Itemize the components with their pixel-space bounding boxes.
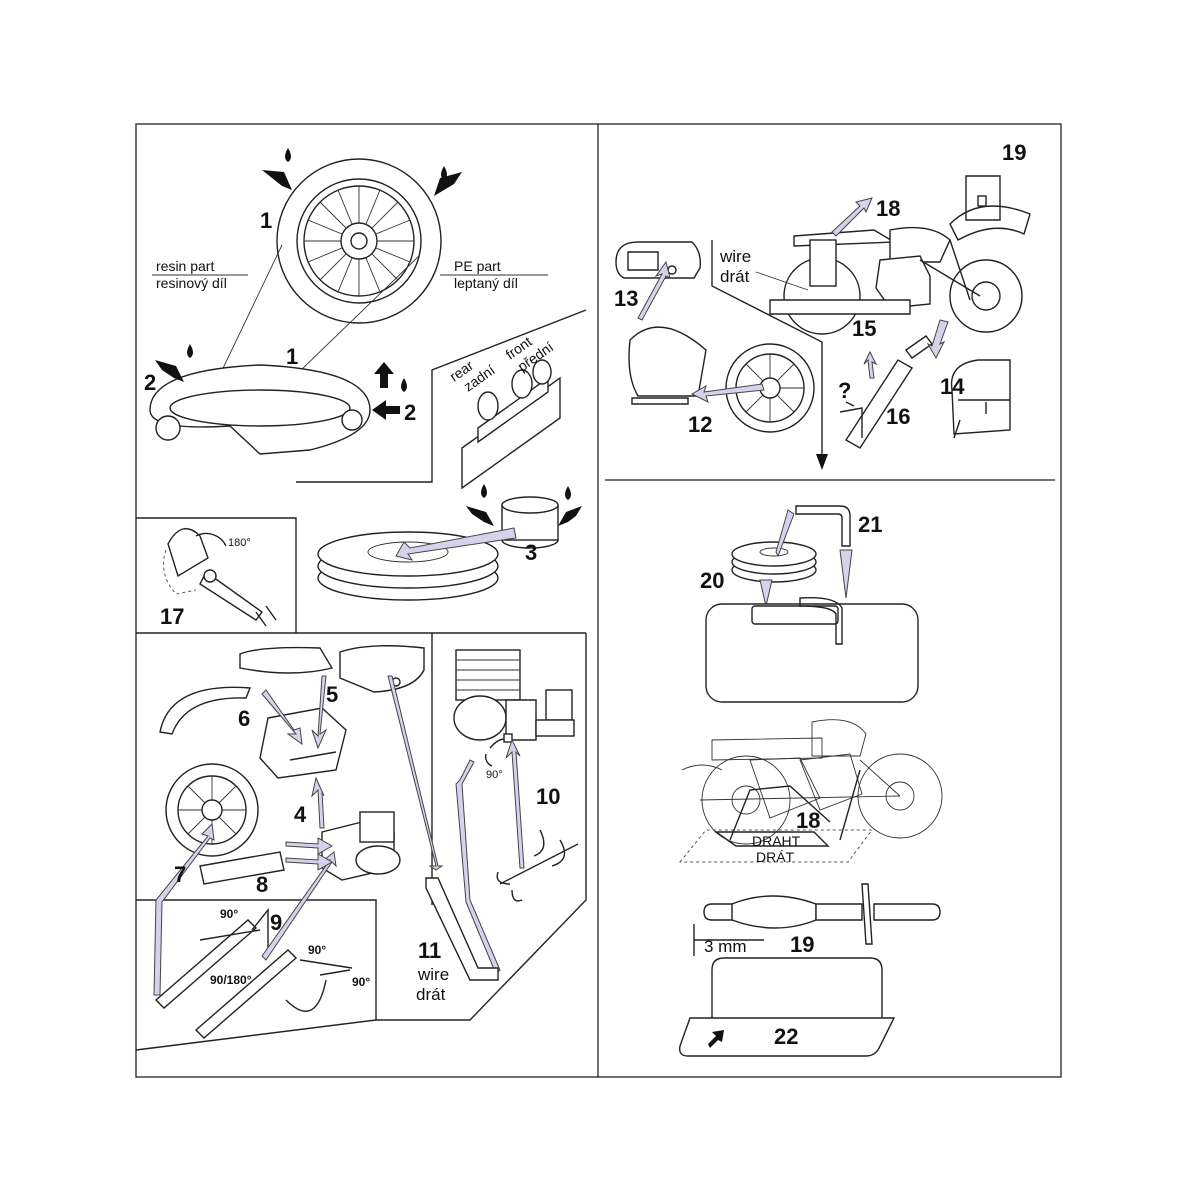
drat-label: DRÁT — [756, 849, 795, 865]
push-arrow-icon — [708, 1030, 724, 1048]
panel-frames — [135, 123, 1062, 1078]
steps-12-to-19: 13 12 18 wire drát 15 19 — [614, 140, 1031, 470]
step-number: 1 — [260, 208, 272, 233]
pe-part-label-en: PE part — [454, 258, 501, 274]
rotation-label: 180° — [228, 537, 251, 549]
assembly-arrow — [285, 853, 334, 871]
step-number: 9 — [270, 910, 282, 935]
step2-tyre-ring: 1 2 2 — [144, 344, 416, 455]
assembly-arrow — [311, 675, 328, 750]
press-arrow-left — [372, 400, 400, 420]
glue-drop-icon — [285, 148, 291, 162]
step-number: 16 — [886, 404, 910, 429]
glue-drop-icon — [187, 344, 193, 358]
step-number: 18 — [876, 196, 900, 221]
assembly-arrow — [387, 675, 444, 871]
assembly-arrow — [505, 738, 525, 869]
assembly-arrow — [775, 509, 795, 558]
pe-part-label-cz: leptaný díl — [454, 275, 518, 291]
dimension-label: 3 mm — [704, 937, 747, 956]
step-number: 21 — [858, 512, 882, 537]
assembly-arrow — [690, 383, 765, 403]
wire-label-cz: drát — [416, 985, 446, 1004]
step-number: 1 — [286, 344, 298, 369]
glue-drop-icon — [441, 166, 447, 180]
angle-label: 90° — [352, 975, 370, 989]
assembly-arrow — [926, 319, 949, 360]
angle-label: 90° — [220, 907, 238, 921]
step-number: 2 — [404, 400, 416, 425]
wire-label-en: wire — [417, 965, 449, 984]
step-number: 8 — [256, 872, 268, 897]
assembly-arrow — [261, 689, 303, 746]
assembly-arrow — [831, 197, 873, 237]
press-arrow-up — [374, 362, 394, 388]
assembly-arrow — [839, 549, 853, 599]
step-number: 3 — [525, 540, 537, 565]
glue-arrow-3 — [155, 360, 184, 382]
step-number: 22 — [774, 1024, 798, 1049]
question-mark: ? — [838, 378, 851, 403]
step-number: 2 — [144, 370, 156, 395]
step-number: 11 — [418, 938, 441, 963]
assembly-arrow — [863, 350, 878, 379]
direction-arrow — [816, 454, 828, 470]
assembly-arrow — [637, 260, 671, 321]
step-number: 10 — [536, 784, 560, 809]
step-number: 13 — [614, 286, 638, 311]
angle-label: 90/180° — [210, 973, 252, 987]
step-number: 20 — [700, 568, 724, 593]
angle-label: 90° — [308, 943, 326, 957]
step-number: 18 — [796, 808, 820, 833]
wire-arrow — [455, 759, 501, 975]
step-number: 14 — [940, 374, 965, 399]
step-number: 7 — [174, 862, 186, 887]
step-number: 12 — [688, 412, 712, 437]
steps-10-11-wire: 90° 10 11 wire drát — [416, 649, 579, 1004]
glue-arrow-4 — [466, 506, 494, 526]
angle-label: 90° — [486, 769, 503, 781]
wire-label-cz: drát — [720, 267, 750, 286]
assembly-arrow — [759, 579, 773, 607]
assembly-arrow — [395, 527, 517, 561]
assembly-arrow — [285, 837, 334, 855]
glue-drop-icon — [565, 486, 571, 500]
glue-arrow-2 — [434, 172, 462, 196]
step17-lever: 180° 17 — [160, 527, 277, 629]
glue-drop-icon — [401, 378, 407, 392]
resin-part-label-cz: resinový díl — [156, 275, 227, 291]
glue-drop-icon — [481, 484, 487, 498]
step-number: 17 — [160, 604, 184, 629]
step-number: 4 — [294, 802, 307, 827]
resin-part-label-en: resin part — [156, 258, 214, 274]
glue-arrow-1 — [262, 170, 292, 190]
step-number: 19 — [1002, 140, 1026, 165]
assembly-arrow — [153, 822, 215, 996]
step-number: 6 — [238, 706, 250, 731]
draht-label: DRAHT — [752, 833, 801, 849]
steps-4-to-9: 5 6 4 7 8 9 90° 90° 90° 90/180° — [153, 645, 444, 1039]
step-number: 19 — [790, 932, 814, 957]
wire-label-en: wire — [719, 247, 751, 266]
assembly-arrow — [311, 776, 325, 829]
glue-arrow-5 — [558, 506, 582, 526]
step1-wheel: 1 resin part resinový díl PE part leptan… — [152, 148, 548, 401]
step3-hubs: rear zadní front přední 3 — [317, 333, 582, 601]
step-number: 15 — [852, 316, 876, 341]
step-number: 5 — [326, 682, 338, 707]
steps-18-to-22: 21 20 18 DRAHT DRÁT — [678, 505, 943, 1057]
